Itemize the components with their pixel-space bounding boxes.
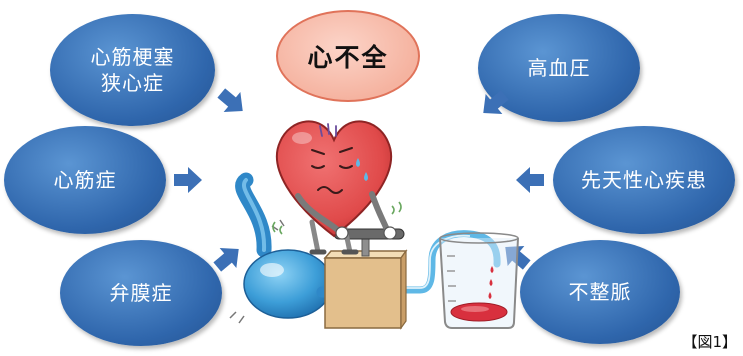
arrow-icon	[474, 85, 514, 123]
beaker-icon	[439, 232, 519, 329]
pump-box-icon	[323, 249, 408, 330]
cause-label-line: 心筋梗塞	[90, 45, 175, 69]
cause-label-line: 狭心症	[101, 71, 164, 95]
cause-label: 弁膜症	[109, 281, 173, 305]
figure-label: 【図1】	[682, 333, 737, 351]
cause-label: 先天性心疾患	[581, 168, 707, 192]
heart-failure-node: 心不全	[276, 10, 420, 102]
heart-character-icon	[272, 120, 402, 255]
arrow-icon	[212, 83, 252, 121]
arrow-icon	[516, 167, 544, 193]
cause-label: 不整脈	[568, 280, 632, 304]
cause-label: 高血圧	[527, 56, 591, 80]
cause-node-cardiomyopathy: 心筋症	[4, 126, 166, 234]
arrow-icon	[174, 167, 202, 193]
cause-node-arrhythmia: 不整脈	[520, 240, 680, 344]
arrow-icon	[208, 239, 248, 277]
cause-node-hypertension: 高血圧	[478, 14, 640, 122]
cause-node-valvular-disease: 弁膜症	[60, 240, 222, 346]
cause-label: 心筋症	[53, 168, 117, 192]
cause-node-myocardial-infarction-angina: 心筋梗塞 狭心症	[50, 14, 215, 126]
cause-node-congenital-heart-disease: 先天性心疾患	[553, 126, 735, 234]
heart-failure-label: 心不全	[307, 43, 389, 72]
